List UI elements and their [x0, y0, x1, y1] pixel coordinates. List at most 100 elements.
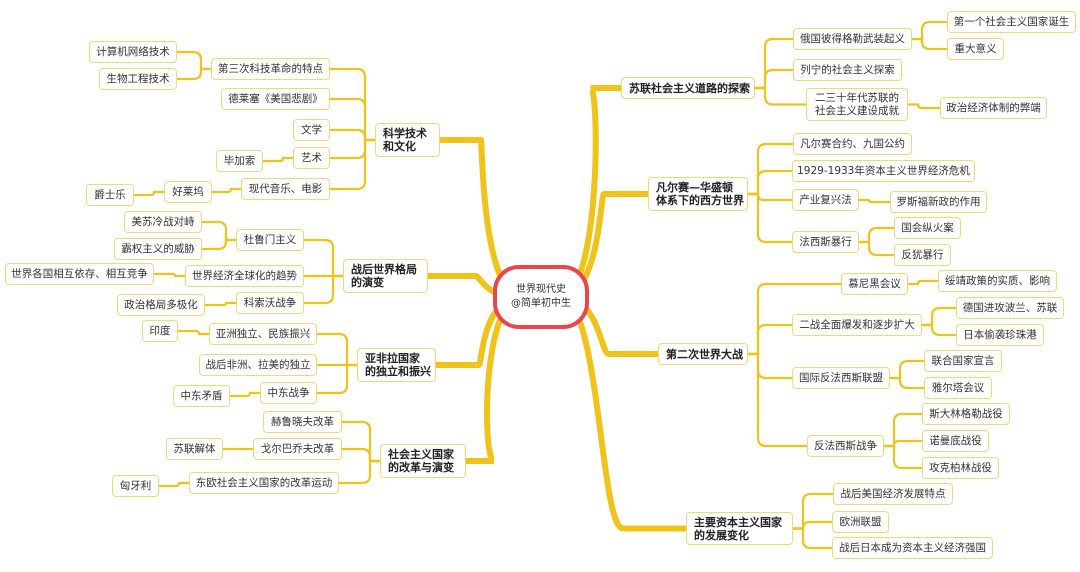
subtopic-node[interactable]: 苏联解体: [166, 438, 223, 460]
branch-line: [882, 412, 924, 448]
subtopic-node[interactable]: 日本偷袭珍珠港: [956, 324, 1044, 346]
branch-line: [200, 220, 238, 242]
branch-line: [906, 103, 942, 110]
subtopic-node[interactable]: 戈尔巴乔夫改革: [253, 438, 342, 460]
subtopic-node[interactable]: 战后日本成为资本主义经济强国: [832, 537, 993, 559]
subtopic-node[interactable]: 德国进攻波兰、苏联: [956, 297, 1064, 319]
subtopic-node[interactable]: 反法西斯战争: [807, 435, 884, 457]
main-topic-node[interactable]: 战后世界格局 的演变: [343, 259, 428, 293]
subtopic-node[interactable]: 战后美国经济发展特点: [833, 483, 953, 505]
subtopic-node[interactable]: 霸权主义的威胁: [114, 238, 202, 260]
subtopic-node[interactable]: 现代音乐、电影: [241, 178, 330, 200]
subtopic-node[interactable]: 毕加索: [216, 150, 263, 172]
subtopic-node[interactable]: 欧洲联盟: [832, 511, 889, 533]
subtopic-node[interactable]: 亚洲独立、民族振兴: [209, 323, 317, 345]
branch-line: [328, 138, 377, 191]
subtopic-node[interactable]: 德莱塞《美国悲剧》: [221, 88, 330, 110]
subtopic-node[interactable]: 中东矛盾: [173, 385, 230, 407]
subtopic-node[interactable]: 印度: [142, 320, 178, 342]
main-branch-line: [557, 294, 689, 532]
subtopic-node[interactable]: 匈牙利: [112, 475, 159, 497]
subtopic-node[interactable]: 诺曼底战役: [922, 430, 989, 452]
subtopic-node[interactable]: 生物工程技术: [99, 68, 177, 90]
branch-line: [340, 447, 382, 463]
subtopic-node[interactable]: 计算机网络技术: [89, 41, 177, 63]
branch-line: [132, 190, 166, 197]
subtopic-node[interactable]: 法西斯暴行: [792, 231, 859, 253]
subtopic-node[interactable]: 1929-1933年资本主义世界经济危机: [792, 160, 975, 182]
main-topic-node[interactable]: 科学技术 和文化: [375, 123, 440, 157]
subtopic-node[interactable]: 联合国家宣言: [924, 350, 1002, 372]
main-topic-node[interactable]: 亚非拉国家 的独立和振兴: [357, 348, 436, 382]
branch-line: [753, 86, 808, 106]
subtopic-node[interactable]: 重大意义: [947, 38, 1004, 60]
subtopic-node[interactable]: 美苏冷战对峙: [124, 211, 202, 233]
subtopic-node[interactable]: 世界经济全球化的趋势: [185, 265, 304, 287]
branch-line: [340, 420, 382, 463]
subtopic-node[interactable]: 慕尼黑会议: [841, 273, 908, 295]
subtopic-node[interactable]: 二三十年代苏联的 社会主义建设成就: [806, 88, 908, 121]
subtopic-node[interactable]: 俄国彼得格勒武装起义: [793, 28, 912, 50]
branch-line: [746, 282, 843, 356]
branch-line: [910, 20, 949, 41]
subtopic-node[interactable]: 列宁的社会主义探索: [793, 59, 902, 81]
subtopic-node[interactable]: 第一个社会主义国家诞生: [947, 11, 1076, 33]
branch-line: [910, 37, 949, 51]
branch-line: [315, 332, 359, 367]
main-topic-node[interactable]: 社会主义国家 的改革与演变: [380, 444, 466, 478]
branch-line: [302, 274, 345, 305]
subtopic-node[interactable]: 第三次科技革命的特点: [211, 58, 330, 80]
branch-line: [210, 187, 243, 194]
branch-line: [753, 68, 795, 90]
main-topic-node[interactable]: 第二次世界大战: [658, 343, 748, 365]
subtopic-node[interactable]: 攻克柏林战役: [922, 457, 999, 479]
subtopic-node[interactable]: 世界各国相互依存、相互竞争: [5, 263, 154, 285]
branch-line: [920, 306, 958, 327]
branch-line: [888, 359, 926, 380]
branch-line: [176, 329, 211, 336]
subtopic-node[interactable]: 绥靖政策的实质、影响: [938, 270, 1057, 292]
subtopic-node[interactable]: 东欧社会主义国家的改革运动: [189, 472, 339, 494]
subtopic-node[interactable]: 科索沃战争: [236, 292, 304, 314]
central-topic[interactable]: 世界现代史 @简单初中生: [493, 265, 589, 329]
branch-line: [888, 376, 926, 390]
subtopic-node[interactable]: 二战全面爆发和逐步扩大: [792, 314, 922, 336]
subtopic-node[interactable]: 政治经济体制的弊端: [940, 97, 1047, 119]
central-topic-subtitle: @简单初中生: [511, 298, 571, 309]
main-topic-node[interactable]: 苏联社会主义道路的探索: [621, 77, 755, 99]
branch-line: [746, 323, 794, 356]
branch-line: [746, 169, 794, 196]
subtopic-node[interactable]: 国会纵火案: [894, 217, 961, 239]
main-topic-node[interactable]: 主要资本主义国家 的发展变化: [686, 512, 793, 545]
branch-line: [175, 50, 213, 71]
subtopic-node[interactable]: 艺术: [293, 147, 330, 169]
subtopic-node[interactable]: 杜鲁门主义: [236, 229, 304, 251]
branch-line: [200, 238, 238, 251]
subtopic-node[interactable]: 爵士乐: [86, 184, 134, 206]
subtopic-node[interactable]: 凡尔赛合约、九国公约: [793, 133, 912, 155]
branch-line: [157, 481, 191, 488]
subtopic-node[interactable]: 国际反法西斯联盟: [792, 367, 890, 389]
subtopic-node[interactable]: 中东战争: [260, 382, 317, 404]
subtopic-node[interactable]: 雅尔塔会议: [924, 377, 992, 399]
subtopic-node[interactable]: 战后非洲、拉美的独立: [199, 354, 317, 376]
subtopic-node[interactable]: 文学: [293, 119, 330, 141]
subtopic-node[interactable]: 产业复兴法: [792, 189, 859, 211]
subtopic-node[interactable]: 斯大林格勒战役: [922, 403, 1010, 425]
branch-line: [882, 444, 924, 470]
subtopic-node[interactable]: 好莱坞: [164, 181, 212, 203]
branch-line: [315, 363, 359, 395]
subtopic-node[interactable]: 罗斯福新政的作用: [890, 191, 987, 213]
branch-line: [857, 240, 896, 257]
branch-line: [328, 67, 377, 142]
subtopic-node[interactable]: 赫鲁晓夫改革: [263, 411, 342, 433]
central-topic-title: 世界现代史: [516, 284, 566, 295]
branch-line: [328, 128, 377, 142]
subtopic-node[interactable]: 反犹暴行: [894, 244, 951, 266]
subtopic-node[interactable]: 政治格局多极化: [117, 294, 205, 316]
branch-line: [791, 527, 834, 550]
main-topic-node[interactable]: 凡尔赛—华盛顿 体系下的西方世界: [648, 177, 748, 211]
branch-line: [746, 142, 795, 196]
branch-line: [228, 391, 262, 398]
branch-line: [328, 138, 377, 160]
